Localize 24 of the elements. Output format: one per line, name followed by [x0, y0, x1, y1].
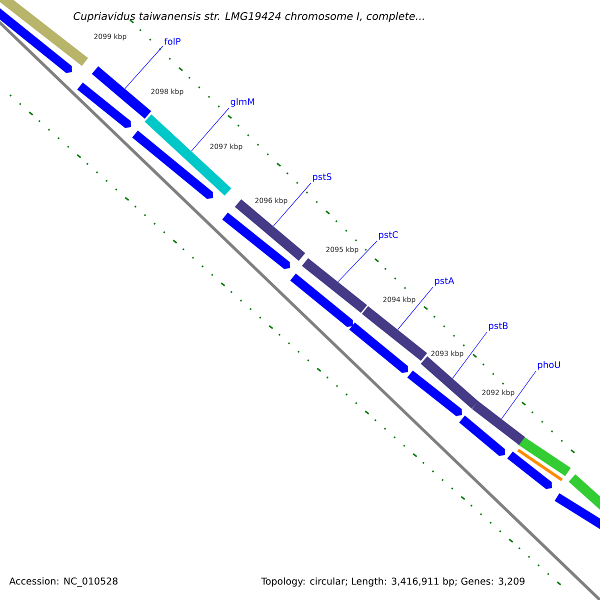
gene-label: pstA [435, 277, 454, 286]
summary-note: Topology: circular; Length: 3,416,911 bp; Genes: 3,209 [261, 577, 524, 587]
leader-line [398, 286, 434, 330]
gene-bar [234, 199, 306, 261]
gene-label: glmM [230, 98, 254, 107]
gene-bar [472, 401, 526, 445]
gene-bar [420, 356, 478, 409]
gene-bar [144, 114, 232, 196]
gene-label: folP [164, 38, 180, 45]
gene-bar [302, 258, 368, 313]
gene-label: pstC [379, 231, 398, 240]
leader-line [124, 46, 164, 89]
gene-bar [92, 66, 152, 119]
gene-label: pstS [313, 173, 332, 182]
leader-line [273, 182, 312, 226]
leader-line [191, 108, 230, 152]
gene-label: phoU [538, 361, 560, 370]
leader-line [501, 370, 536, 420]
gene-label: pstB [489, 322, 508, 331]
leader-line [452, 332, 488, 379]
leader-line [338, 240, 378, 282]
accession-note: Accession: NC_010528 [9, 577, 118, 587]
title: Cupriavidus taiwanensis str. LMG19424 chromosome I, complete... [74, 12, 424, 22]
gene-bar [362, 306, 428, 361]
